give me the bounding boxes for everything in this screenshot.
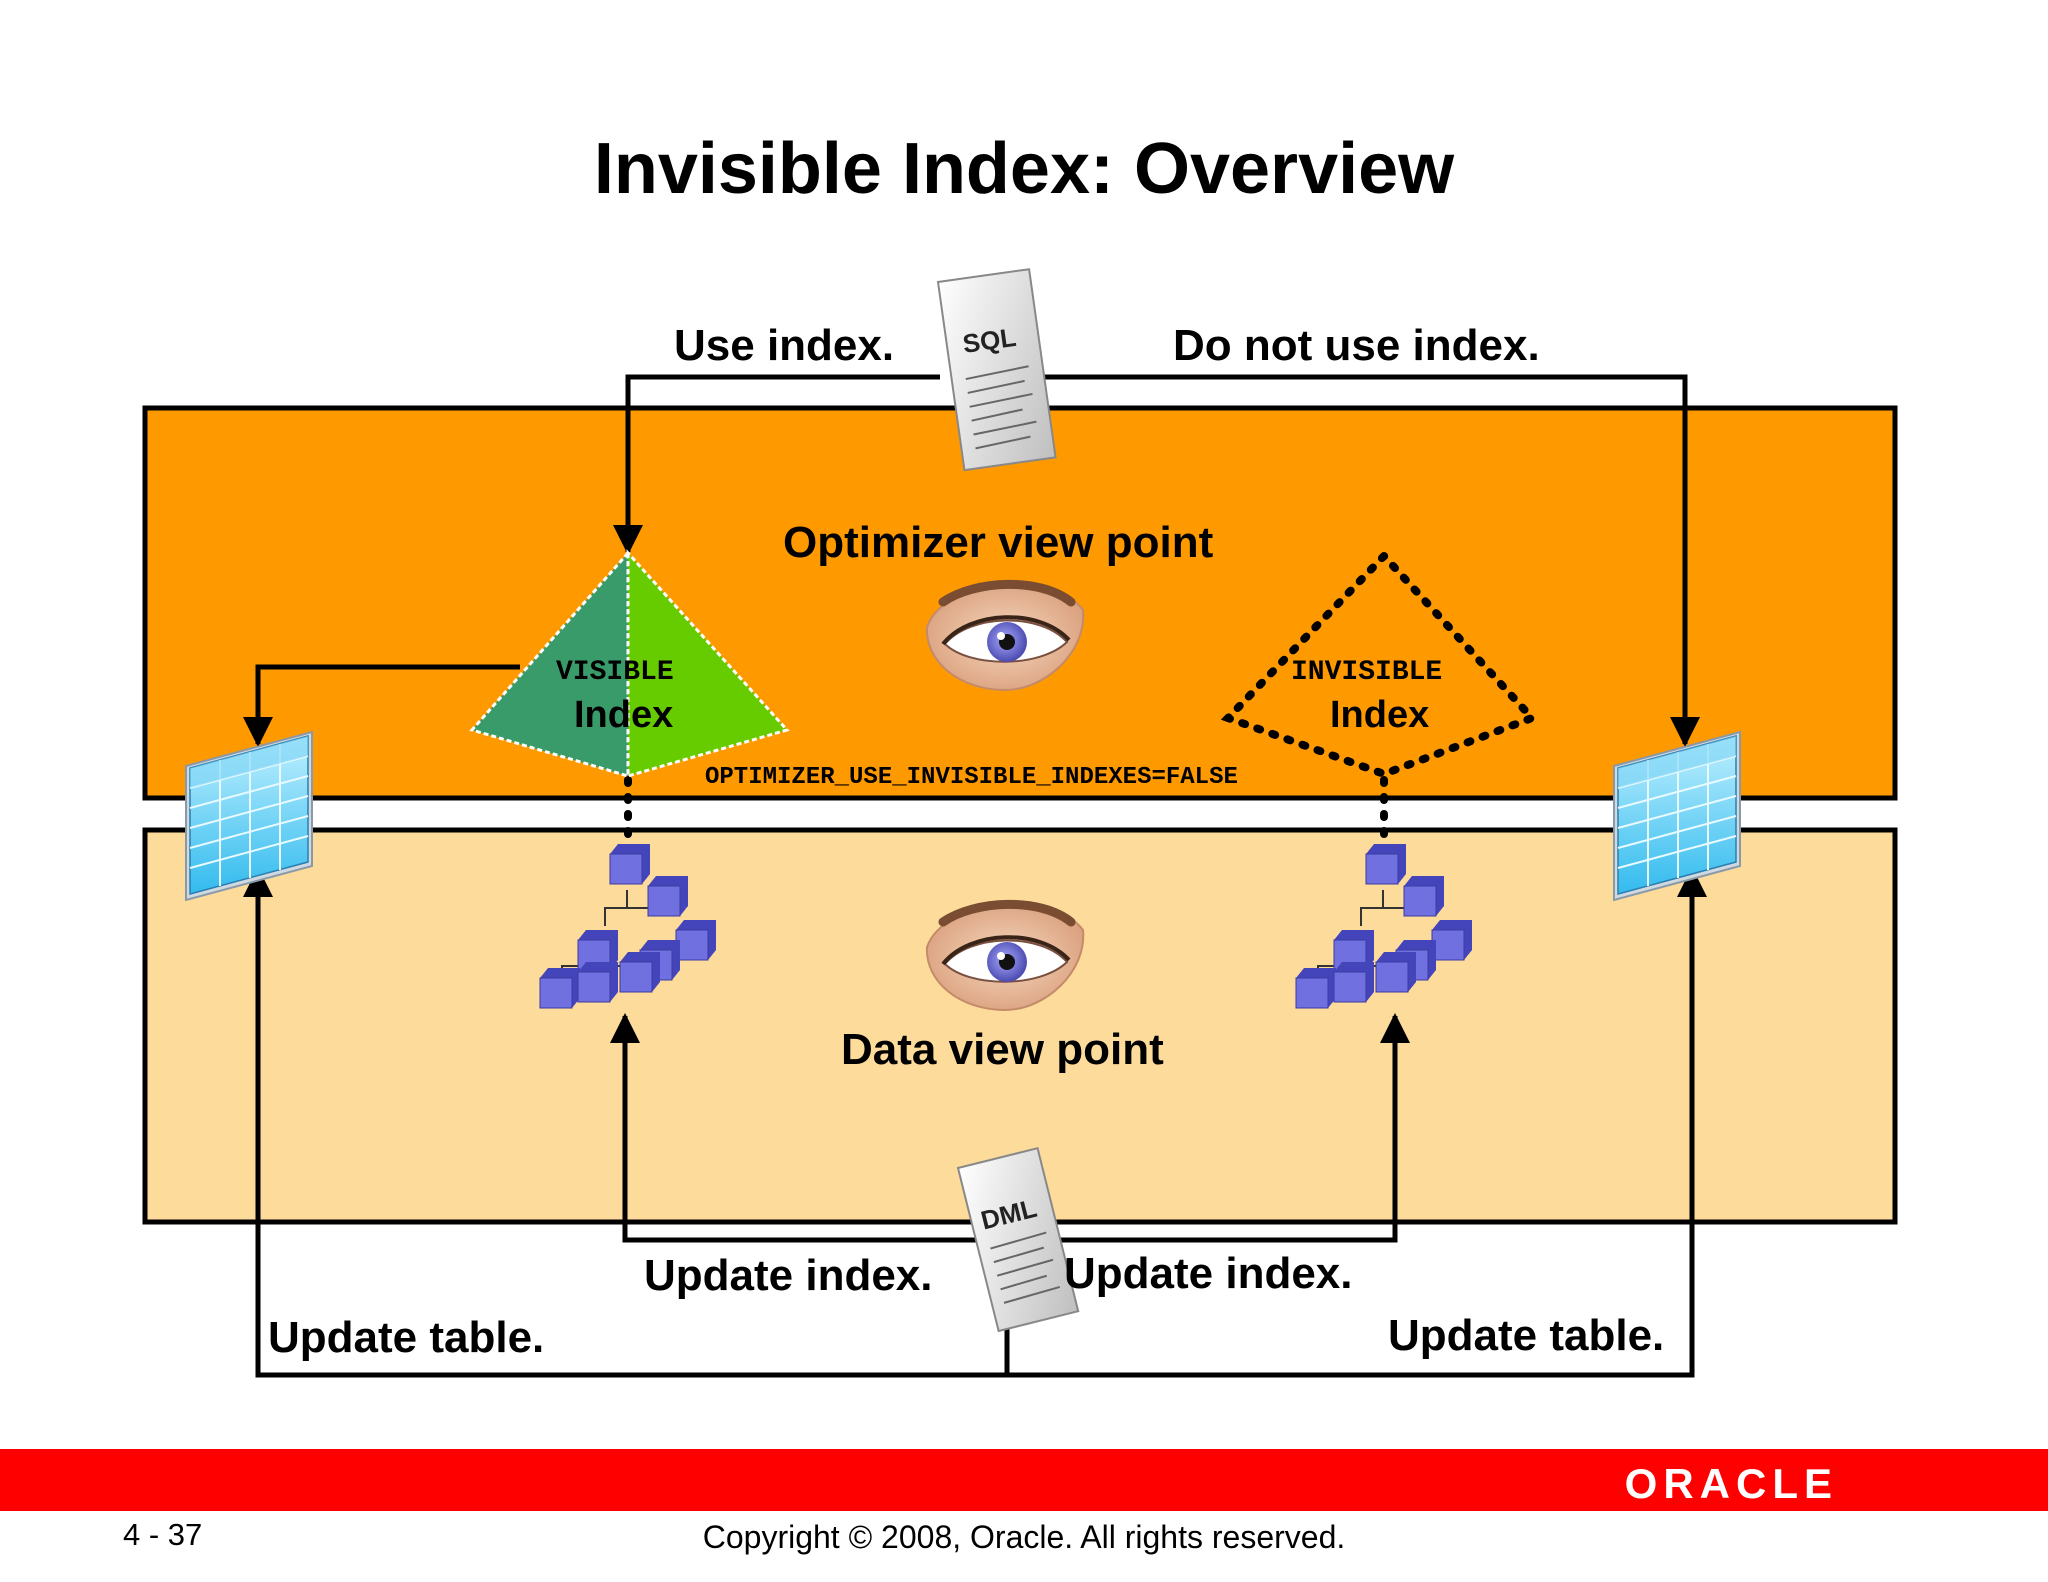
update-table-left-arrow xyxy=(243,867,1010,1378)
visible-to-table-arrow xyxy=(243,664,520,747)
footer-bar xyxy=(0,1449,2048,1511)
visible-tag: VISIBLE xyxy=(556,657,674,688)
do-not-use-index-arrow xyxy=(1035,374,1700,747)
invisible-tag: INVISIBLE xyxy=(1291,657,1443,688)
update-index-right-label: Update index. xyxy=(1064,1249,1353,1298)
update-index-left-label: Update index. xyxy=(644,1251,933,1300)
invisible-index-label: Index xyxy=(1330,694,1430,736)
use-index-arrow xyxy=(613,374,940,555)
slide-title: Invisible Index: Overview xyxy=(593,129,1455,209)
svg-text:SQL: SQL xyxy=(961,322,1018,359)
optimizer-parameter: OPTIMIZER_USE_INVISIBLE_INDEXES=FALSE xyxy=(705,764,1238,791)
update-table-left-label: Update table. xyxy=(268,1313,545,1362)
update-table-right-label: Update table. xyxy=(1388,1311,1665,1360)
copyright-notice: Copyright © 2008, Oracle. All rights res… xyxy=(702,1519,1346,1555)
data-view-point-label: Data view point xyxy=(841,1025,1164,1074)
update-table-right-arrow xyxy=(1007,867,1707,1378)
visible-index-pyramid xyxy=(469,549,790,779)
sql-document-icon: SQL xyxy=(936,268,1057,472)
use-index-label: Use index. xyxy=(674,321,895,370)
update-index-right-arrow xyxy=(1045,1013,1410,1243)
page-number: 4 - 37 xyxy=(123,1517,203,1552)
update-index-left-arrow xyxy=(610,1013,980,1243)
optimizer-view-point-label: Optimizer view point xyxy=(783,518,1214,567)
oracle-logo: ORACLE xyxy=(1624,1460,1838,1507)
dml-document-icon: DML xyxy=(956,1146,1080,1333)
do-not-use-index-label: Do not use index. xyxy=(1173,321,1540,370)
invisible-index-pyramid xyxy=(1220,552,1539,779)
visible-index-label: Index xyxy=(574,694,674,736)
